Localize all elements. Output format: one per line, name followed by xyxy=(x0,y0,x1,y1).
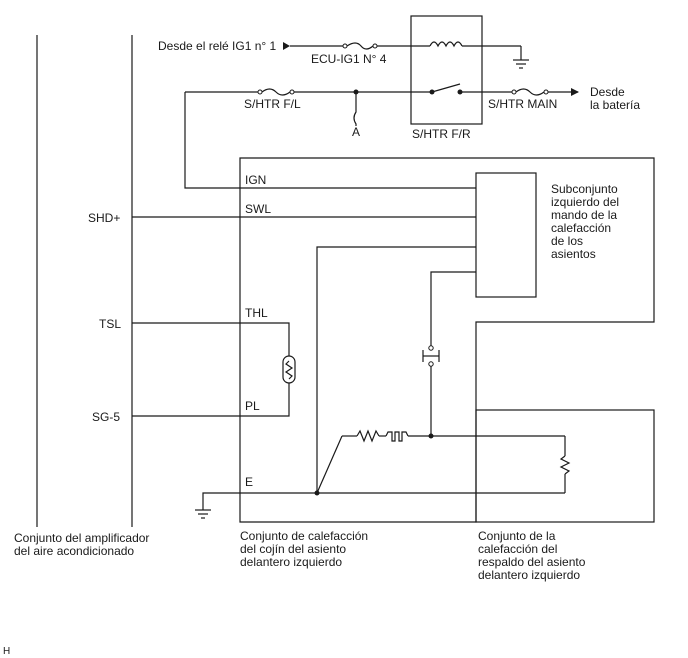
cushion-heater-box xyxy=(239,157,655,523)
relay-box xyxy=(410,15,483,125)
fuse-main-symbol xyxy=(515,88,545,96)
terminal-swl: SWL xyxy=(245,202,271,216)
control-switch-box xyxy=(475,172,537,298)
back-heater-box xyxy=(475,409,655,523)
internal-wire-to-e xyxy=(316,246,476,493)
heater-element xyxy=(316,429,571,494)
junction-a-label: A xyxy=(352,125,360,139)
fuse-shtr-fl-label: S/HTR F/L xyxy=(244,97,301,111)
terminal-shd: SHD+ xyxy=(88,211,120,225)
fuse-main-label: S/HTR MAIN xyxy=(488,97,557,111)
footer-label: H xyxy=(3,646,10,657)
heater-coil-icon xyxy=(385,431,409,442)
ground-icon xyxy=(513,59,529,69)
terminal-tsl: TSL xyxy=(99,317,121,331)
heater-resistor-icon xyxy=(356,429,380,443)
terminal-thl: THL xyxy=(245,306,268,320)
relay-coil-icon xyxy=(429,41,463,48)
e-ground-wire xyxy=(202,492,317,510)
fuse-ecu-label: ECU-IG1 N° 4 xyxy=(311,52,387,66)
thermistor-icon xyxy=(282,355,296,384)
terminal-pl: PL xyxy=(245,399,260,413)
battery-line xyxy=(185,83,579,96)
back-heater-resistor-icon xyxy=(559,455,571,475)
fuse-shtr-fl-symbol xyxy=(261,88,291,96)
terminal-e: E xyxy=(245,475,253,489)
source-ig1-label: Desde el relé IG1 n° 1 xyxy=(158,39,277,53)
terminal-sg5: SG-5 xyxy=(92,410,120,424)
tsl-wire xyxy=(132,322,290,356)
ground-icon xyxy=(195,509,211,519)
internal-wire-to-sensor xyxy=(430,271,476,346)
ign-wire xyxy=(184,92,476,189)
terminal-ign: IGN xyxy=(245,173,266,187)
seat-switch-icon xyxy=(422,345,440,436)
junction-a xyxy=(353,89,359,126)
relay-label: S/HTR F/R xyxy=(412,127,471,141)
sg5-wire xyxy=(132,383,290,417)
amplifier-body xyxy=(36,35,133,527)
relay-contact-switch xyxy=(431,83,461,93)
fuse-ecu-symbol xyxy=(346,42,374,50)
ig1-feed-wire xyxy=(283,42,430,50)
